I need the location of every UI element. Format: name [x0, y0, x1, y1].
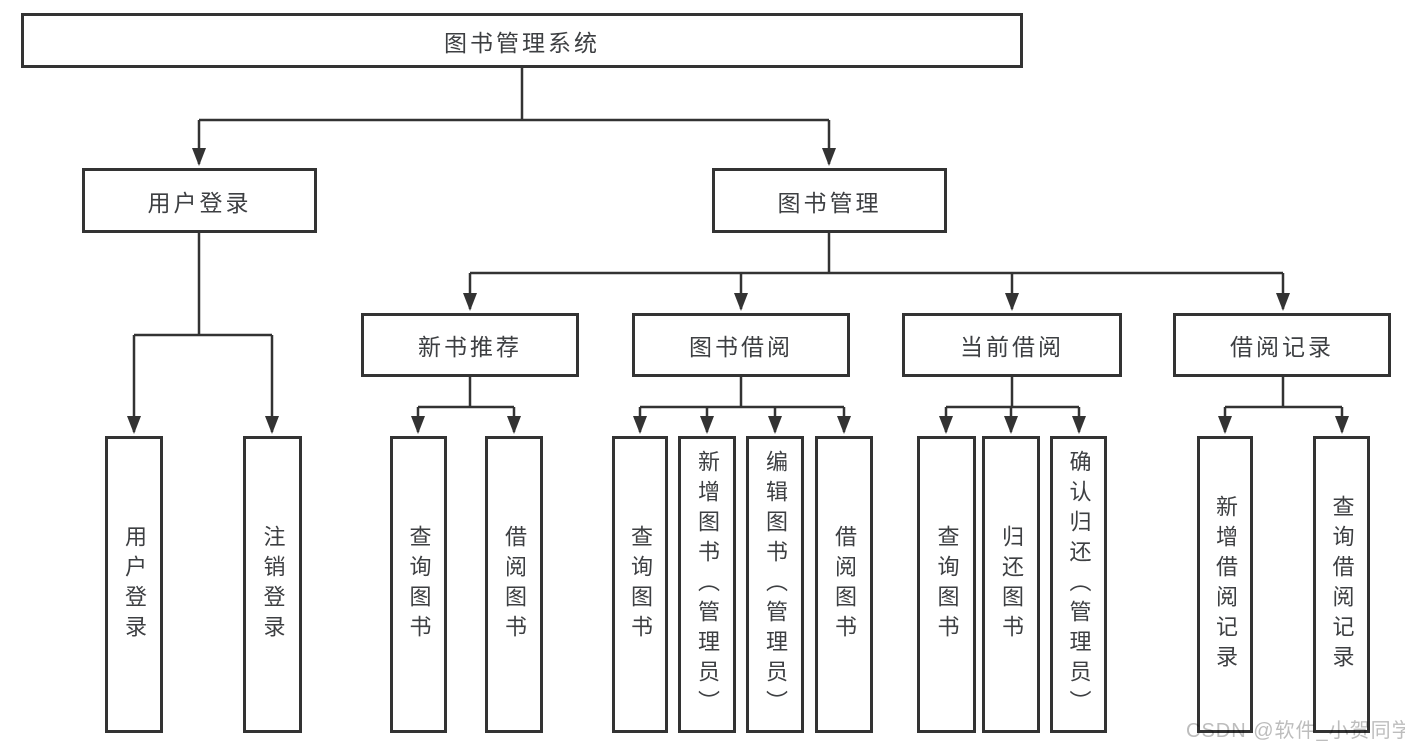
node-user-login: 用户登录	[82, 168, 317, 233]
leaf-borrow-books-borrow: 借阅图书	[815, 436, 873, 733]
leaf-query-books-borrow-label: 查询图书	[628, 524, 653, 645]
leaf-add-books-admin: 新增图书（管理员）	[678, 436, 736, 733]
leaf-user-login: 用户登录	[105, 436, 163, 733]
node-book-borrow-label: 图书借阅	[689, 334, 793, 360]
leaf-edit-books-admin-label: 编辑图书（管理员）	[763, 449, 788, 720]
leaf-query-books-current-label: 查询图书	[934, 524, 960, 645]
leaf-return-books: 归还图书	[982, 436, 1040, 733]
leaf-borrow-books-recommend: 借阅图书	[485, 436, 543, 733]
node-book-borrow: 图书借阅	[632, 313, 850, 377]
leaf-query-books-current: 查询图书	[917, 436, 976, 733]
node-new-book-recommend-label: 新书推荐	[418, 334, 522, 360]
leaf-query-books-borrow: 查询图书	[612, 436, 668, 733]
node-book-management: 图书管理	[712, 168, 947, 233]
node-book-management-label: 图书管理	[777, 189, 882, 216]
leaf-logout-login: 注销登录	[243, 436, 302, 733]
node-borrow-records: 借阅记录	[1173, 313, 1391, 377]
node-current-borrow-label: 当前借阅	[960, 334, 1064, 360]
leaf-edit-books-admin: 编辑图书（管理员）	[746, 436, 804, 733]
leaf-query-borrow-record: 查询借阅记录	[1313, 436, 1370, 733]
node-user-login-label: 用户登录	[147, 189, 252, 216]
node-root: 图书管理系统	[21, 13, 1023, 68]
node-new-book-recommend: 新书推荐	[361, 313, 579, 377]
leaf-add-borrow-record-label: 新增借阅记录	[1213, 494, 1238, 675]
leaf-confirm-return-admin-label: 确认归还（管理员）	[1066, 449, 1092, 720]
watermark-text: CSDN @软件_小贺同学	[1186, 720, 1405, 742]
leaf-borrow-books-recommend-label: 借阅图书	[502, 524, 527, 645]
leaf-add-books-admin-label: 新增图书（管理员）	[695, 449, 720, 720]
leaf-query-borrow-record-label: 查询借阅记录	[1329, 494, 1355, 675]
leaf-return-books-label: 归还图书	[999, 524, 1024, 645]
node-root-label: 图书管理系统	[444, 29, 600, 56]
node-current-borrow: 当前借阅	[902, 313, 1122, 377]
node-borrow-records-label: 借阅记录	[1230, 334, 1334, 360]
leaf-confirm-return-admin: 确认归还（管理员）	[1050, 436, 1107, 733]
leaf-query-books-recommend: 查询图书	[390, 436, 447, 733]
leaf-logout-login-label: 注销登录	[260, 524, 286, 645]
leaf-borrow-books-borrow-label: 借阅图书	[832, 524, 857, 645]
leaf-query-books-recommend-label: 查询图书	[406, 524, 432, 645]
leaf-add-borrow-record: 新增借阅记录	[1197, 436, 1253, 733]
leaf-user-login-label: 用户登录	[122, 524, 147, 645]
